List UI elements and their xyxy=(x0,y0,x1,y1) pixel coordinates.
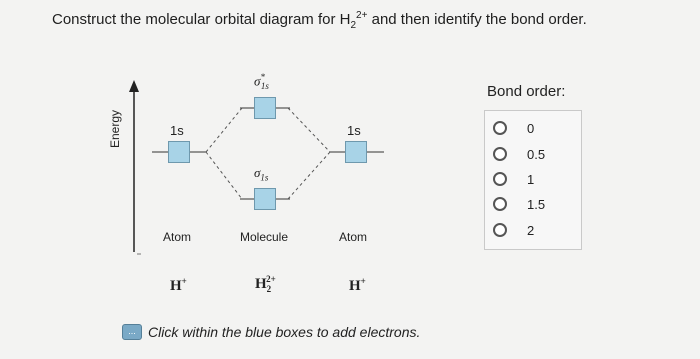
correlation-line xyxy=(205,107,243,153)
species-right: H+ xyxy=(349,276,366,294)
right-ao-label: 1s xyxy=(347,123,361,138)
energy-axis-arrowhead xyxy=(129,80,139,92)
left-ao-label: 1s xyxy=(170,123,184,138)
bond-order-option-1[interactable]: 1 xyxy=(493,169,534,189)
radio-button[interactable] xyxy=(493,147,507,161)
sigma-star-orbital-box[interactable] xyxy=(254,97,276,119)
atom-right-label: Atom xyxy=(339,230,368,244)
radio-button[interactable] xyxy=(493,172,507,186)
atom-left-label: Atom xyxy=(163,230,192,244)
bond-order-title: Bond order: xyxy=(487,83,566,100)
bond-order-option-2[interactable]: 2 xyxy=(493,220,534,240)
correlation-line xyxy=(287,151,331,200)
radio-button[interactable] xyxy=(493,223,507,237)
molecule-label: Molecule xyxy=(240,230,289,244)
species-left: H+ xyxy=(170,276,187,294)
instruction-hint: ... Click within the blue boxes to add e… xyxy=(122,324,420,340)
right-atom-1s-box[interactable] xyxy=(345,141,367,163)
sigma-label: σ1s xyxy=(254,165,269,183)
bond-order-option-0.5[interactable]: 0.5 xyxy=(493,144,545,164)
question-text: Construct the molecular orbital diagram … xyxy=(52,10,587,31)
left-atom-1s-box[interactable] xyxy=(168,141,190,163)
correlation-line xyxy=(205,151,243,200)
radio-button[interactable] xyxy=(493,121,507,135)
sigma-star-label: σ*1s xyxy=(254,72,269,91)
sigma-orbital-box[interactable] xyxy=(254,188,276,210)
bond-order-options-panel: 0 0.5 1 1.5 2 xyxy=(484,110,582,250)
species-molecule: H22+ xyxy=(255,274,276,294)
energy-label: Energy xyxy=(108,109,122,148)
correlation-line xyxy=(287,107,331,153)
more-icon[interactable]: ... xyxy=(122,324,142,340)
radio-button[interactable] xyxy=(493,197,507,211)
bond-order-option-1.5[interactable]: 1.5 xyxy=(493,194,545,214)
bond-order-option-0[interactable]: 0 xyxy=(493,118,534,138)
